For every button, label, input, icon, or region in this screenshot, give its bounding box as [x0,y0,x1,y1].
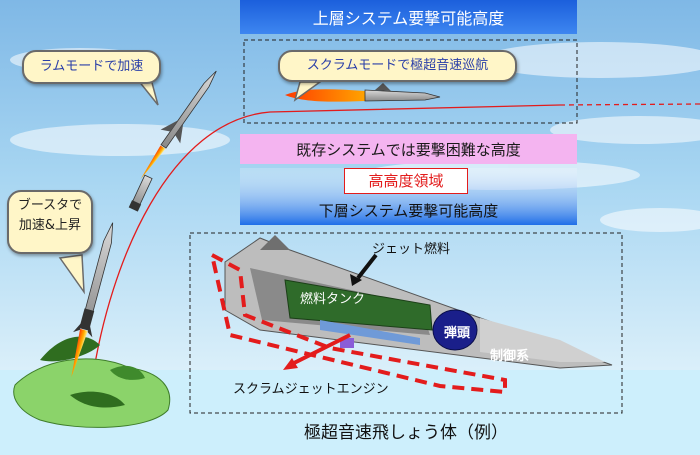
lower-band-label: 下層システム要撃可能高度 [318,202,499,220]
fuel-tank-label: 燃料タンク [300,292,366,307]
vehicle-frame [189,232,623,414]
existing-band [240,134,577,164]
engine-label: スクラムジェットエンジン [233,382,389,397]
ram-mode-vehicle [140,70,217,180]
warhead-label: 弾頭 [444,326,471,341]
figure-caption: 極超音速飛しょう体（例） [304,423,508,443]
control-label: 制御系 [490,349,530,364]
scram-region-frame [243,39,578,124]
jet-fuel-arrow [356,253,378,280]
callout-tail-scram [293,81,323,102]
callout-scram: スクラムモードで極超音速巡航 [278,50,517,82]
high-altitude-label: 高高度領域 [344,168,468,194]
trajectory-line [91,104,561,383]
existing-band-label: 既存システムでは要撃困難な高度 [296,141,521,159]
separated-stage [128,174,153,212]
island [13,336,171,428]
upper-band [240,0,577,34]
callout-booster: ブースタで 加速&上昇 [7,190,93,254]
cutaway-vehicle [224,235,613,369]
callout-tail-booster [58,254,85,295]
jet-fuel-label: ジェット燃料 [372,242,451,257]
engine-outline [209,251,507,395]
scram-mode-vehicle [285,83,441,102]
engine-arrow [289,333,351,367]
upper-band-label: 上層システム要撃可能高度 [312,9,505,28]
callout-ram: ラムモードで加速 [22,50,161,84]
